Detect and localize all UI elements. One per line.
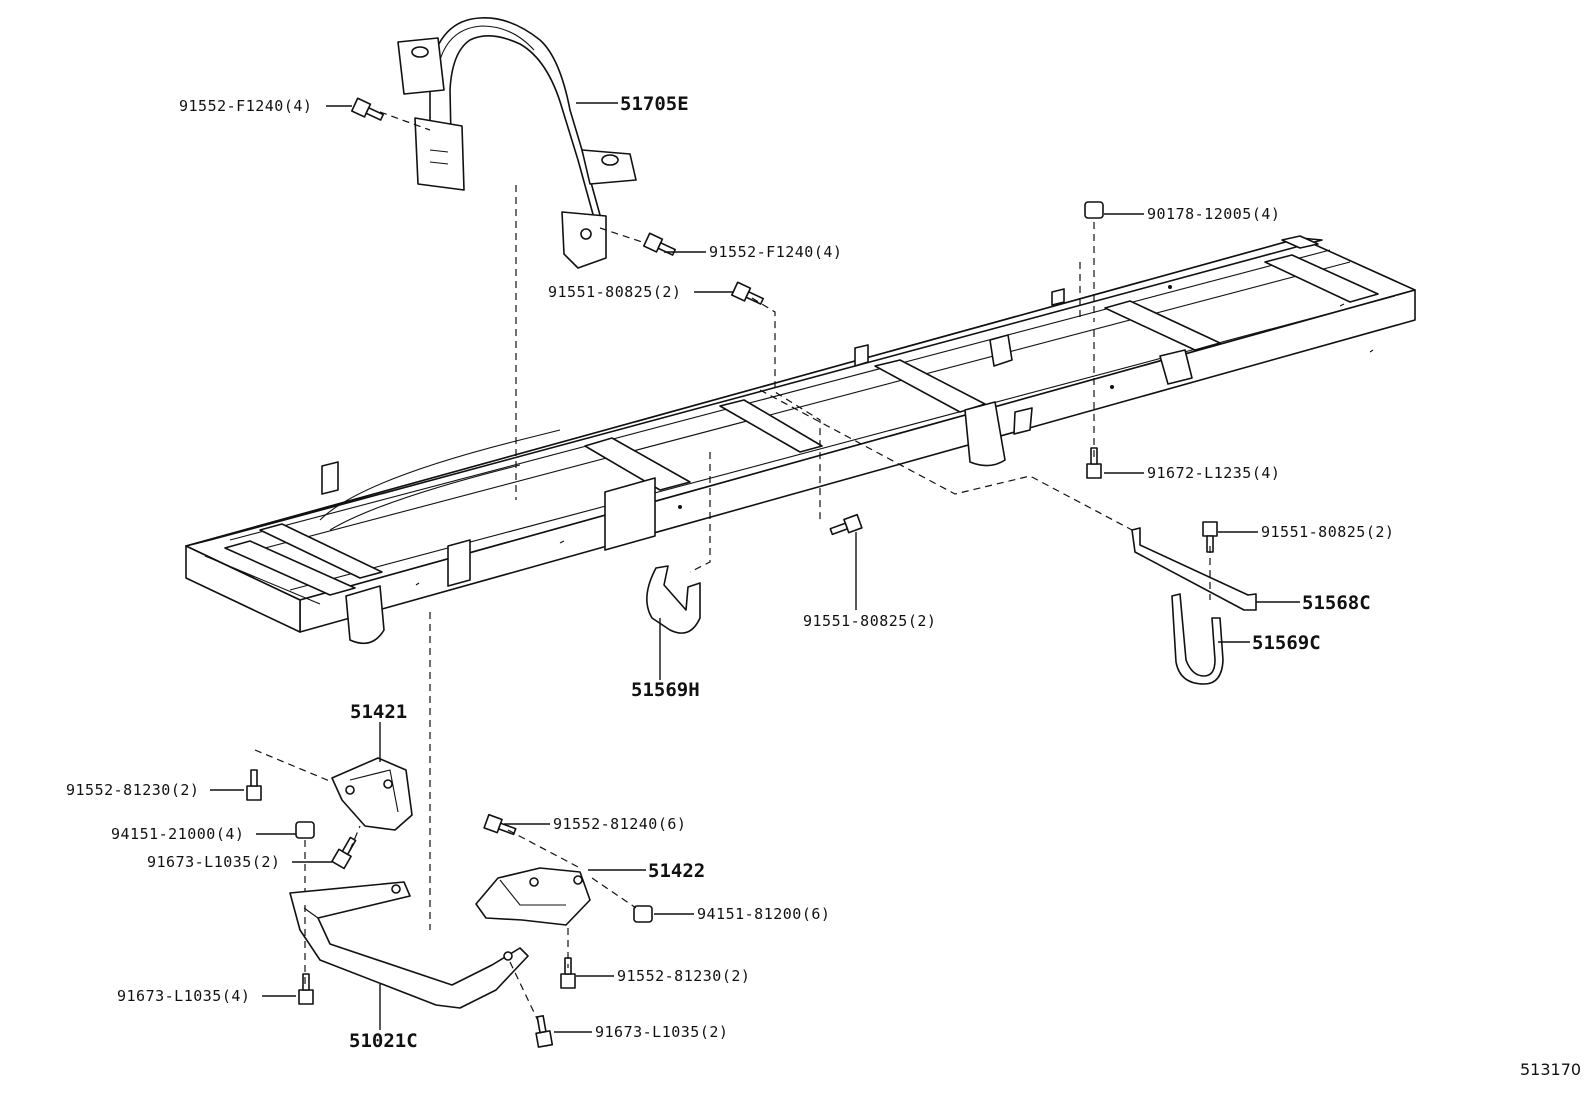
bolt-icon [1086, 447, 1102, 479]
nut-icon [633, 905, 653, 923]
callout-label: 90178-12005(4) [1147, 205, 1280, 223]
strap-51569H [646, 565, 701, 634]
callout-label: 91552-F1240(4) [709, 243, 842, 261]
callout-labels: 91552-F1240(4) 51705E 91552-F1240(4) 915… [66, 93, 1581, 1079]
callout-label: 51568C [1302, 592, 1371, 614]
callout-label: 91551-80825(2) [803, 612, 936, 630]
callout-label: 91552-81240(6) [553, 815, 686, 833]
cross-member-51021C [289, 881, 529, 1009]
callout-label: 91672-L1235(4) [1147, 464, 1280, 482]
bolt-icon [298, 973, 314, 1005]
callout-label: 91551-80825(2) [548, 283, 681, 301]
callout-label: 51021C [349, 1030, 418, 1052]
callout-label: 91673-L1035(2) [147, 853, 280, 871]
callout-label: 94151-21000(4) [111, 825, 244, 843]
callout-label: 91552-81230(2) [617, 967, 750, 985]
bolt-icon [560, 957, 576, 989]
bolt-icon [331, 836, 357, 870]
callout-label: 51569H [631, 679, 700, 701]
callout-label: 91552-F1240(4) [179, 97, 312, 115]
bolt-icon [350, 97, 385, 121]
callout-label: 51422 [648, 860, 705, 882]
bolt-icon [730, 281, 765, 305]
callout-label: 91552-81230(2) [66, 781, 199, 799]
callout-label: 91673-L1035(2) [595, 1023, 728, 1041]
callout-label: 51705E [620, 93, 689, 115]
arch-bracket-51705E [397, 17, 637, 269]
nut-icon [1084, 201, 1104, 219]
nut-icon [295, 821, 315, 839]
callout-label: 51569C [1252, 632, 1321, 654]
callout-label: 94151-81200(6) [697, 905, 830, 923]
callout-label: 51421 [350, 701, 407, 723]
callout-label: 91673-L1035(4) [117, 987, 250, 1005]
bolt-icon [246, 769, 262, 801]
bolt-icon [829, 513, 863, 536]
bolt-icon [642, 232, 677, 256]
assembly-lines [254, 111, 1211, 1026]
mount-bracket-51422 [475, 867, 591, 926]
bolt-icon [535, 1015, 554, 1048]
frame-assembly [185, 235, 1416, 645]
fasteners [246, 97, 1218, 1048]
reference-code: 513170 [1520, 1060, 1581, 1079]
callout-label: 91551-80825(2) [1261, 523, 1394, 541]
bracket-51568C [1131, 527, 1257, 611]
leader-lines [210, 102, 1300, 1033]
bolt-icon [483, 813, 517, 836]
u-strap-51569C [1171, 593, 1224, 685]
mount-bracket-51421 [331, 757, 413, 831]
